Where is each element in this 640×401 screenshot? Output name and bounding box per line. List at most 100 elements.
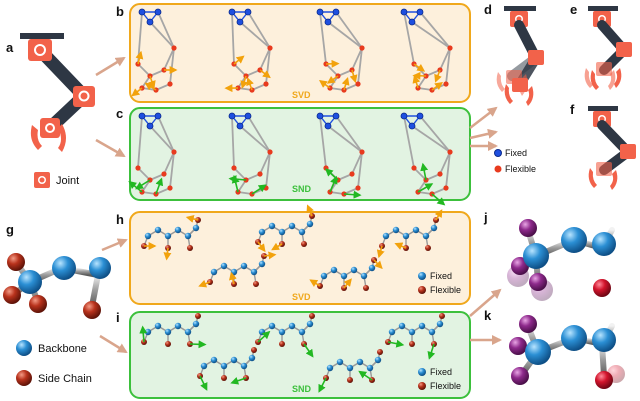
fixed-triangle <box>140 11 160 24</box>
displacement-arrow <box>155 177 164 195</box>
flexible-node <box>135 61 141 67</box>
displacement-arrow <box>349 69 358 84</box>
flexible-node <box>443 81 449 87</box>
robot-edge <box>351 47 363 71</box>
fixed-node <box>324 122 332 130</box>
backbone-atom <box>184 232 192 240</box>
side-chain-atom <box>301 241 307 247</box>
crimson-atom <box>593 279 611 297</box>
displacement-arrow <box>263 251 277 260</box>
flexible-atom-icon <box>418 382 426 390</box>
backbone-atom <box>561 325 587 351</box>
robot-edge <box>233 63 247 77</box>
robot-edge <box>163 151 175 175</box>
displacement-arrow <box>413 63 426 72</box>
flexible-node <box>231 165 237 171</box>
backbone-atom <box>144 232 152 240</box>
pointer-arrow <box>95 138 126 158</box>
panel-label-i: i <box>116 310 120 325</box>
flexible-node <box>161 171 167 177</box>
backbone-atom <box>388 328 396 336</box>
displacement-arrow <box>306 204 314 217</box>
side-chain-atom <box>347 377 353 383</box>
backbone-atom <box>398 322 406 330</box>
displacement-arrow <box>376 245 385 259</box>
backbone-atom <box>561 227 587 253</box>
flexible-node <box>267 149 273 155</box>
backbone-atom <box>144 328 152 336</box>
side-chain-atom <box>3 286 21 304</box>
robot-edge <box>233 167 247 181</box>
fixed-node <box>146 122 154 130</box>
backbone-atom <box>192 320 200 328</box>
backbone-atom <box>298 328 306 336</box>
fixed-node <box>400 8 408 16</box>
robot-edge <box>319 115 327 169</box>
panel-j-molecule-result <box>507 219 616 301</box>
robot-graph <box>224 8 273 93</box>
robot-edge <box>259 151 271 175</box>
displacement-arrow <box>246 77 254 91</box>
robot-edge <box>239 125 271 153</box>
backbone-atom <box>336 358 344 366</box>
backbone-atom <box>220 262 228 270</box>
displacement-arrow <box>358 370 373 381</box>
flexible-node <box>437 171 443 177</box>
backbone-atom <box>418 322 426 330</box>
backbone-atom <box>258 328 266 336</box>
backbone-atom <box>346 364 354 372</box>
panel-label-f: f <box>570 102 575 117</box>
robot-edge <box>137 63 151 77</box>
displacement-arrow <box>417 183 434 193</box>
robot-edge <box>327 21 363 49</box>
displacement-arrow <box>326 75 339 84</box>
displacement-arrow <box>329 175 338 193</box>
displacement-arrow <box>131 87 143 97</box>
flexible-node <box>359 45 365 51</box>
robot-graph <box>400 112 453 206</box>
fixed-triangle <box>140 115 160 128</box>
displacement-arrow <box>251 184 267 195</box>
robot-edge <box>157 11 175 49</box>
backbone-atom <box>288 322 296 330</box>
side-chain-atom <box>7 253 25 271</box>
backbone-atom <box>200 362 208 370</box>
fixed-node <box>400 112 408 120</box>
robot-edge <box>265 151 271 189</box>
side-chain-atom <box>425 245 431 251</box>
backbone-legend-icon <box>16 340 32 356</box>
fixed-triangle <box>402 11 422 24</box>
backbone-atom <box>298 228 306 236</box>
purple-atom <box>529 273 547 291</box>
backbone-atom <box>278 328 286 336</box>
robot-edge <box>445 47 451 85</box>
fixed-triangle <box>230 115 250 128</box>
pointer-arrow <box>101 238 128 252</box>
molecule-graphs <box>139 204 445 393</box>
molecule-graph <box>385 313 445 360</box>
fixed-node <box>228 112 236 120</box>
displacement-arrow <box>309 279 321 287</box>
backbone-atom <box>436 320 444 328</box>
panel-label-g: g <box>6 222 14 237</box>
backbone-atom <box>230 356 238 364</box>
displacement-arrow <box>259 69 271 79</box>
side-chain-atom <box>253 281 259 287</box>
displacement-arrow <box>431 193 446 206</box>
fixed-triangle <box>230 11 250 24</box>
molecule-graph <box>255 313 315 358</box>
backbone-atom <box>278 228 286 236</box>
robot-edge <box>137 167 151 181</box>
fixed-node <box>236 18 244 26</box>
side-chain-atom <box>279 341 285 347</box>
joint-icon <box>28 39 52 61</box>
panel-label-h: h <box>116 212 124 227</box>
displacement-arrow <box>199 375 208 391</box>
robot-edge <box>411 21 451 49</box>
molecule-legend-snd: Fixed Flexible <box>418 367 461 391</box>
displacement-arrow <box>198 279 211 288</box>
robot-edge <box>319 11 327 65</box>
purple-atom <box>519 219 537 237</box>
backbone-atom <box>164 232 172 240</box>
